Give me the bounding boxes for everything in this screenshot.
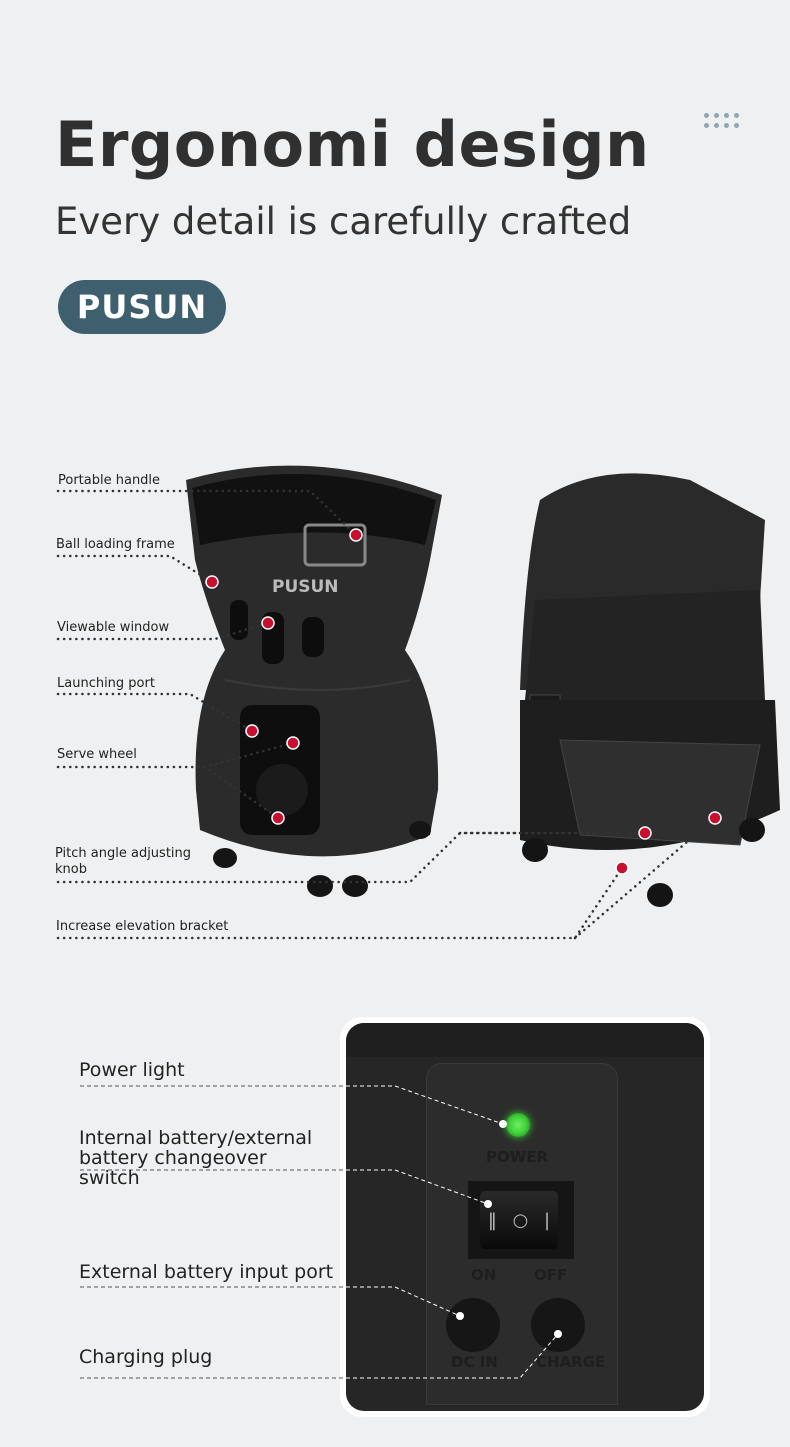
callout-changeover-switch: Internal battery/external battery change… <box>79 1127 313 1189</box>
on-text: ON <box>471 1266 497 1284</box>
callout-power-light: Power light <box>79 1059 185 1081</box>
panel-callout-lines <box>80 1085 562 1379</box>
control-panel-photo: POWER ‖○| ON OFF DC IN CHARGE <box>346 1023 704 1411</box>
callout-ball-loading-frame: Ball loading frame <box>56 537 175 552</box>
callout-portable-handle: Portable handle <box>58 473 161 488</box>
callout-charging-plug: Charging plug <box>79 1346 213 1368</box>
off-text: OFF <box>534 1266 568 1284</box>
power-led-icon <box>506 1113 530 1137</box>
callout-launching-port: Launching port <box>57 676 155 691</box>
charge-port[interactable] <box>531 1298 585 1352</box>
brand-logo: PUSUN <box>58 280 226 334</box>
callout-markers <box>205 528 722 875</box>
callout-viewable-window: Viewable window <box>57 620 170 635</box>
machine-front-view: PUSUN <box>186 465 442 897</box>
product-body-logo: PUSUN <box>272 577 339 597</box>
dc-in-port[interactable] <box>446 1298 500 1352</box>
changeover-switch[interactable]: ‖○| <box>480 1191 558 1249</box>
callout-external-battery-port: External battery input port <box>79 1261 334 1283</box>
page-title: Ergonomi design <box>55 108 650 181</box>
page-subtitle: Every detail is carefully crafted <box>55 200 632 243</box>
product-illustration: PUSUN <box>56 465 780 940</box>
machine-bottom-view <box>520 473 780 907</box>
dc-in-text: DC IN <box>451 1353 498 1371</box>
grid-dots-icon[interactable] <box>704 113 740 129</box>
callout-serve-wheel: Serve wheel <box>57 747 137 762</box>
callout-elevation-bracket: Increase elevation bracket <box>56 919 229 934</box>
charge-text: CHARGE <box>536 1353 606 1371</box>
callout-pitch-angle-knob: Pitch angle adjusting knob <box>55 846 192 877</box>
power-text: POWER <box>486 1148 549 1166</box>
